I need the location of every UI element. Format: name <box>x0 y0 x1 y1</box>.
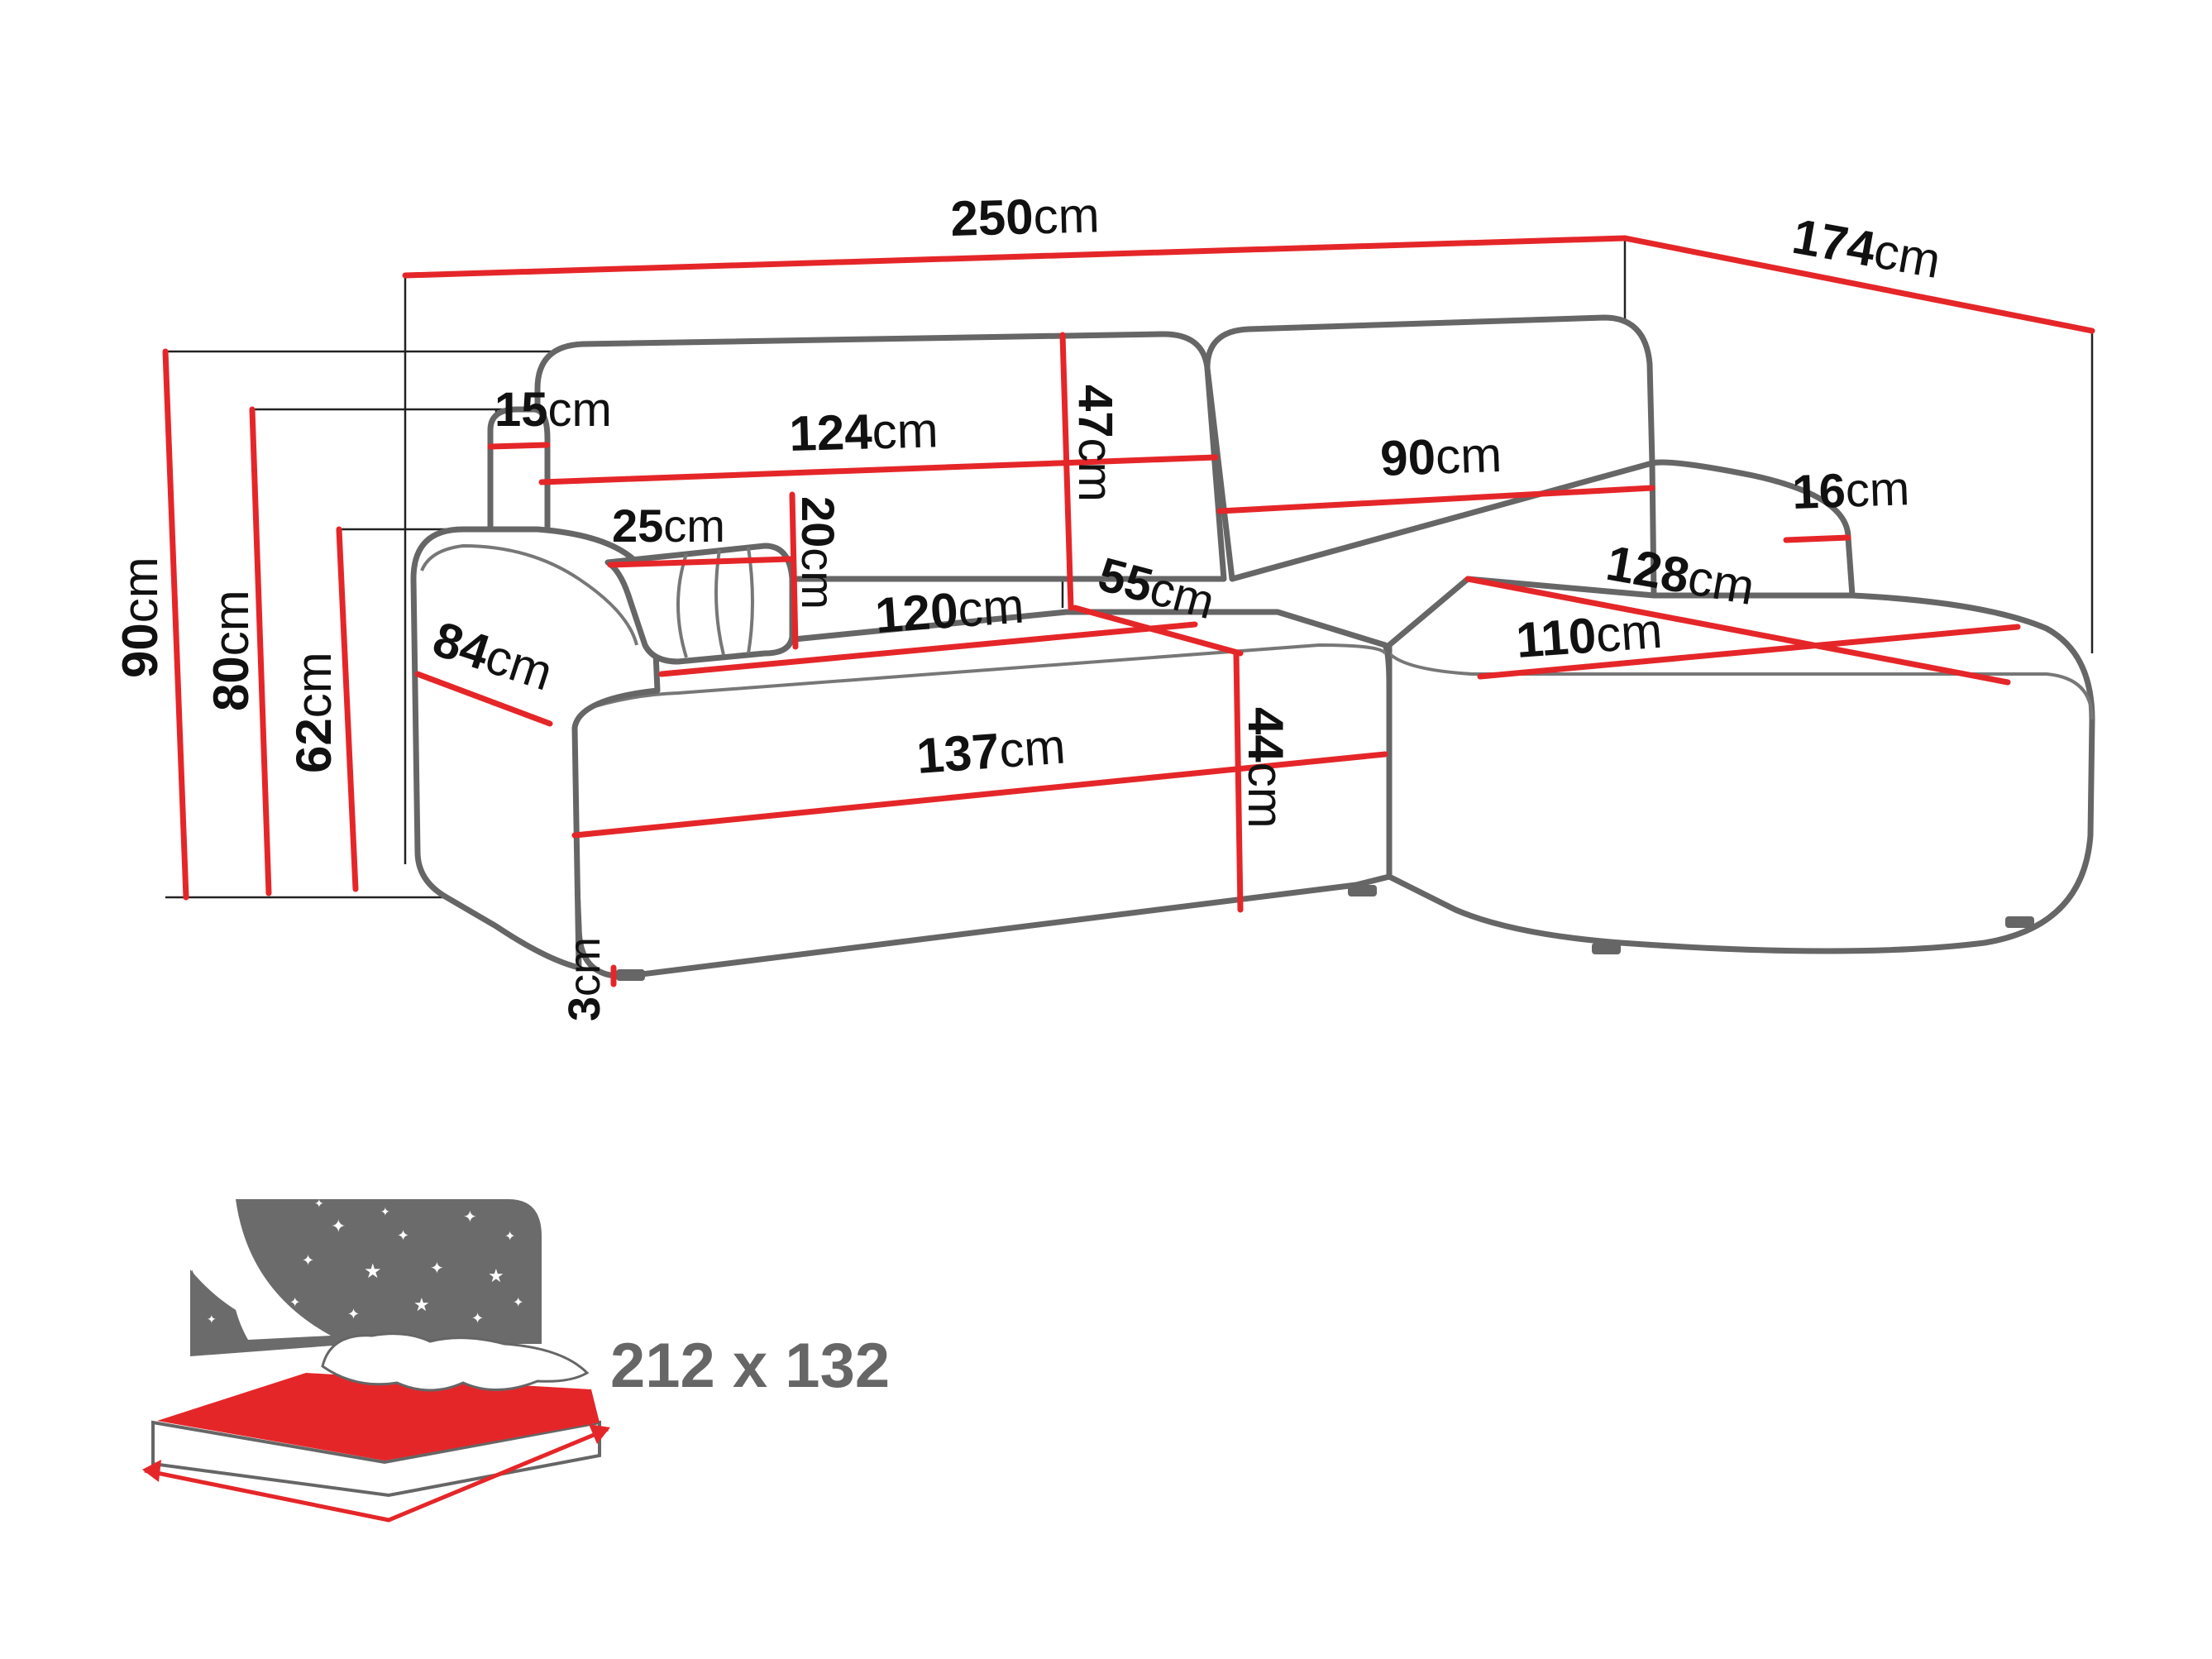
back-cushion-right <box>1204 314 1655 582</box>
sofa-bed-icon: ✦ ✦ ✦ ✦ ✦ ★ ✦ ★ ✦ ✦ ★ ✦ ✦ ✦ ✦ ✦ ✦ 212 x … <box>142 1198 890 1523</box>
dim-line-total-height <box>162 348 189 901</box>
svg-text:✦: ✦ <box>248 1327 258 1339</box>
dim-line-seat-width <box>658 621 1198 677</box>
bed-pillows <box>321 1332 590 1392</box>
dim-line-sofa-depth <box>414 671 553 727</box>
dim-line-backrest-width <box>538 454 1219 485</box>
svg-text:★: ★ <box>364 1261 382 1283</box>
label-seat-width: 120cm <box>873 578 1025 643</box>
chaise-seat <box>1386 576 2095 954</box>
dim-line-armrest-width <box>487 442 551 450</box>
right-armrest <box>1649 459 1856 599</box>
svg-text:✦: ✦ <box>471 1310 484 1327</box>
left-armrest-top <box>420 543 638 646</box>
label-total-height: 90cm <box>112 557 168 678</box>
bed-size-arrow-head-right <box>589 1424 610 1444</box>
dim-line-front-width <box>571 751 1388 839</box>
label-pillow-height: 20cm <box>792 496 844 610</box>
svg-text:✦: ✦ <box>302 1252 314 1269</box>
label-armrest-width: 15cm <box>494 383 612 437</box>
svg-text:★: ★ <box>413 1294 430 1315</box>
chaise-seat-top <box>1388 652 2094 720</box>
svg-text:✦: ✦ <box>430 1260 444 1278</box>
label-chaise-length: 128cm <box>1603 535 1759 615</box>
bed-size-arrow <box>144 1427 609 1523</box>
dim-line-seat-height <box>1233 650 1244 913</box>
label-front-width: 137cm <box>915 719 1067 784</box>
dim-line-chaise-width <box>1477 624 2021 680</box>
dim-line-total-width <box>402 235 1628 279</box>
svg-text:✦: ✦ <box>380 1207 390 1219</box>
foot-4 <box>2005 916 2034 928</box>
sofa-drawing <box>410 314 2095 981</box>
dimension-labels: 250cm 174cm 90cm 80cm 62cm 15cm 124cm 47… <box>112 187 1945 1021</box>
dim-line-armrest-height <box>336 526 359 892</box>
dim-line-chaise-depth <box>1622 235 2095 334</box>
label-seat-height: 44cm <box>1238 707 1293 829</box>
bed-frame <box>151 1420 601 1498</box>
moon-curve <box>229 1199 331 1340</box>
label-backrest-height: 47cm <box>1068 385 1122 502</box>
bed-mattress <box>157 1373 600 1461</box>
label-armrest-height: 62cm <box>286 652 342 773</box>
svg-text:✦: ✦ <box>504 1230 515 1244</box>
foot-2 <box>1348 885 1377 896</box>
dim-line-pillow-width <box>607 556 793 568</box>
dim-line-pillow-height <box>789 491 799 650</box>
label-total-width: 250cm <box>950 187 1101 246</box>
svg-text:✦: ✦ <box>207 1314 217 1327</box>
svg-text:✦: ✦ <box>289 1296 300 1310</box>
svg-text:✦: ✦ <box>314 1198 324 1211</box>
label-backrest-width: 124cm <box>789 402 939 461</box>
svg-text:✦: ✦ <box>331 1216 346 1236</box>
svg-text:✦: ✦ <box>513 1296 523 1310</box>
label-chaise-back-width: 90cm <box>1379 427 1503 486</box>
svg-text:✦: ✦ <box>347 1306 360 1322</box>
dim-line-seat-depth <box>1072 605 1244 657</box>
svg-text:✦: ✦ <box>463 1208 477 1226</box>
svg-text:✦: ✦ <box>397 1227 409 1244</box>
label-pillow-width: 25cm <box>612 500 725 552</box>
dim-line-backrest-height <box>1059 332 1074 611</box>
label-leg-height: 3cm <box>560 937 609 1021</box>
left-armrest <box>410 526 661 971</box>
label-chaise-width: 110cm <box>1514 603 1664 668</box>
bed-size-arrow-head-left <box>142 1460 161 1482</box>
label-chaise-armrest-width: 16cm <box>1791 461 1910 519</box>
stars: ✦ ✦ ✦ ✦ ✦ ★ ✦ ★ ✦ ✦ ★ ✦ ✦ ✦ ✦ ✦ ✦ <box>207 1198 523 1339</box>
dim-line-chaise-armrest-width <box>1783 534 1851 543</box>
label-back-height: 80cm <box>203 590 259 711</box>
dimension-lines <box>162 235 2095 987</box>
dim-line-chaise-back-width <box>1216 485 1655 514</box>
dim-line-back-height <box>249 406 272 896</box>
dim-line-chaise-length <box>1464 576 2011 686</box>
foot-1 <box>616 969 645 981</box>
night-sky-left <box>190 1269 356 1356</box>
svg-text:★: ★ <box>488 1265 504 1286</box>
foot-3 <box>1592 943 1621 954</box>
bed-size-label: 212 x 132 <box>610 1331 890 1401</box>
